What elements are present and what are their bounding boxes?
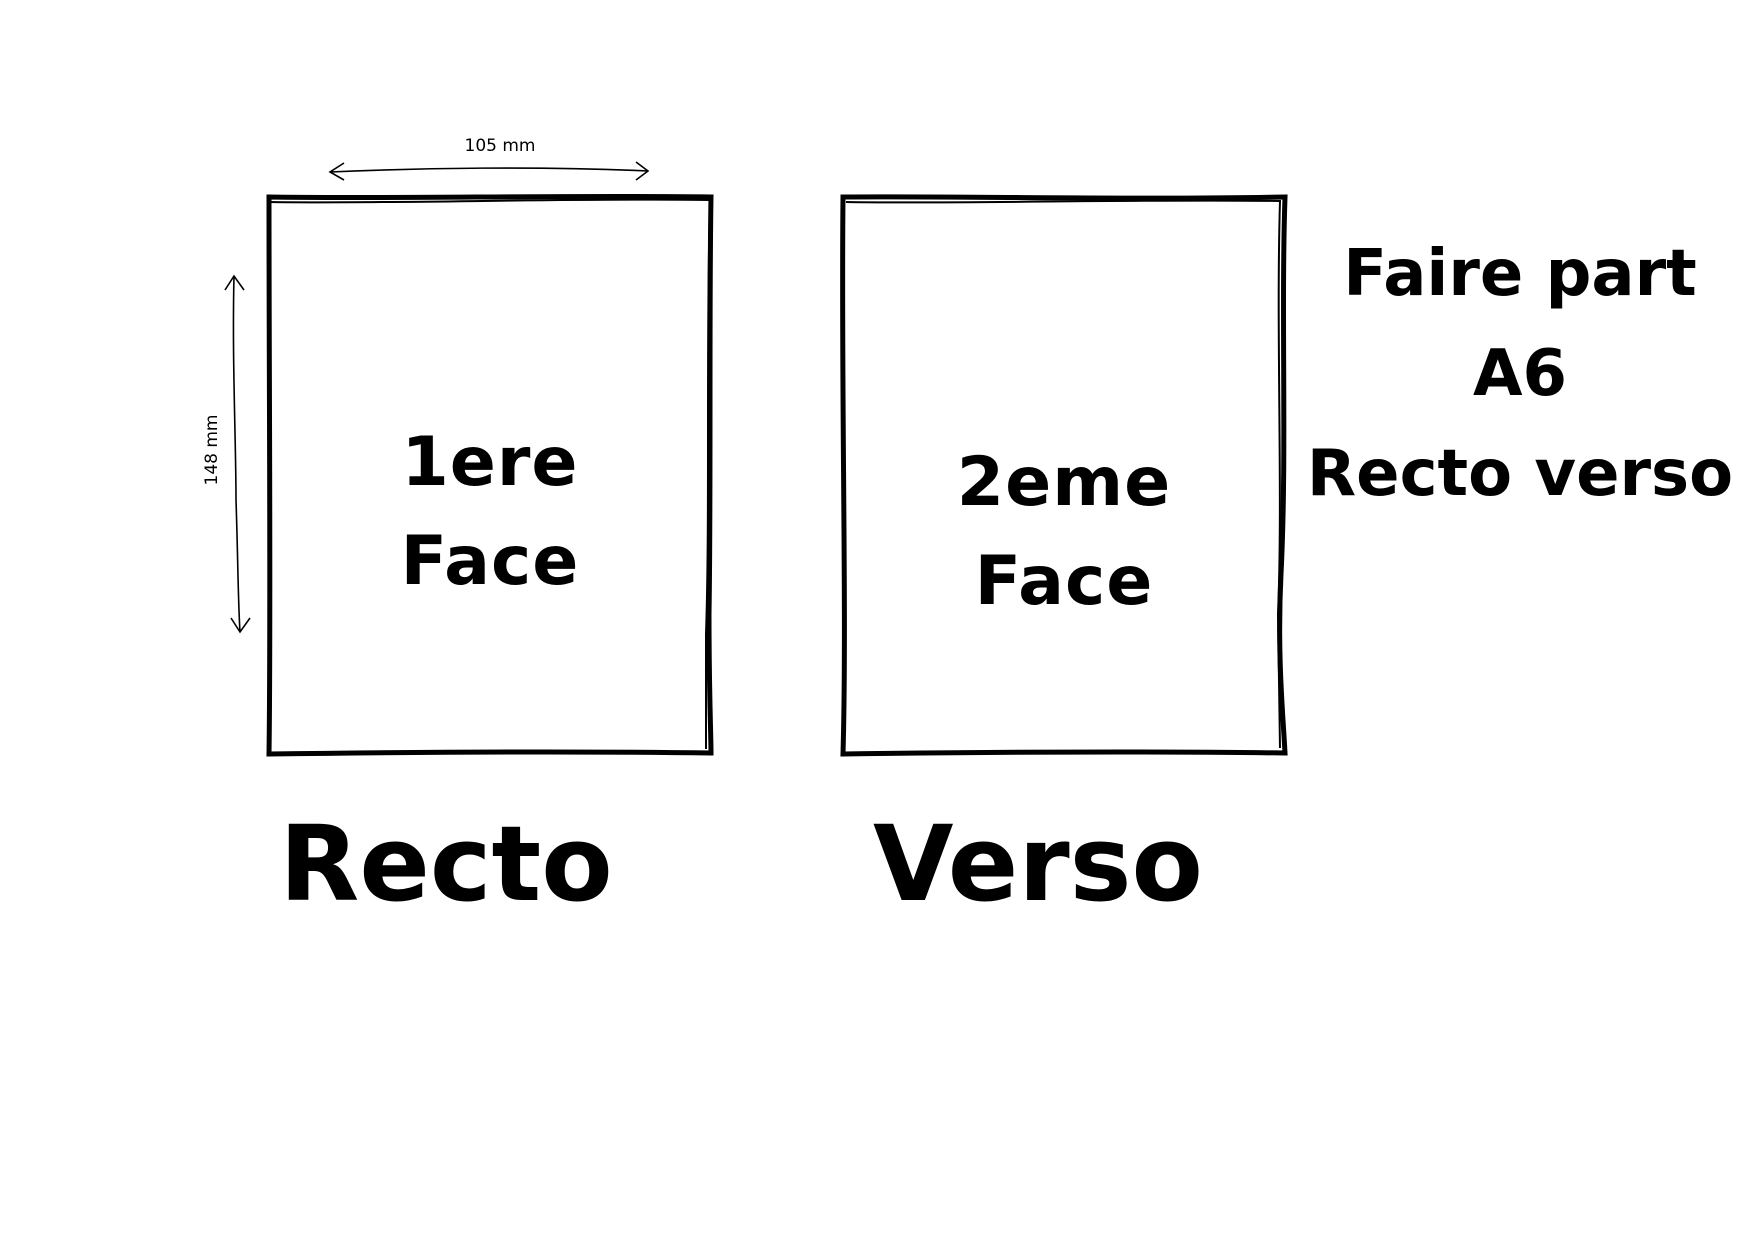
recto-face-text: 1ere Face	[266, 414, 714, 611]
recto-face-line-1: 1ere	[401, 423, 579, 502]
width-arrow-right-head	[635, 161, 650, 181]
recto-face-line-2: Face	[400, 521, 580, 601]
verso-face-line-1: 2eme	[956, 443, 1172, 522]
format-info: Faire part A6 Recto verso	[1300, 225, 1740, 524]
verso-face-text: 2eme Face	[840, 434, 1288, 631]
verso-card-frame	[840, 194, 1288, 757]
verso-label: Verso	[873, 803, 1203, 925]
format-info-line-1: Faire part	[1343, 237, 1697, 311]
recto-card: 1ere Face	[266, 193, 714, 757]
height-dimension-label: 148 mm	[202, 414, 222, 486]
width-arrow	[329, 167, 649, 173]
verso-face-line-2: Face	[974, 541, 1154, 621]
height-arrow	[232, 275, 241, 633]
format-info-line-2: A6	[1472, 336, 1568, 411]
height-arrow-bottom-head	[230, 617, 251, 634]
format-info-line-3: Recto verso	[1306, 436, 1734, 511]
recto-label: Recto	[279, 803, 613, 925]
verso-card: 2eme Face	[840, 194, 1288, 757]
recto-card-frame	[266, 193, 714, 757]
width-arrow-left-head	[328, 162, 345, 181]
height-arrow-top-head	[224, 274, 245, 291]
width-dimension-label: 105 mm	[464, 136, 536, 156]
